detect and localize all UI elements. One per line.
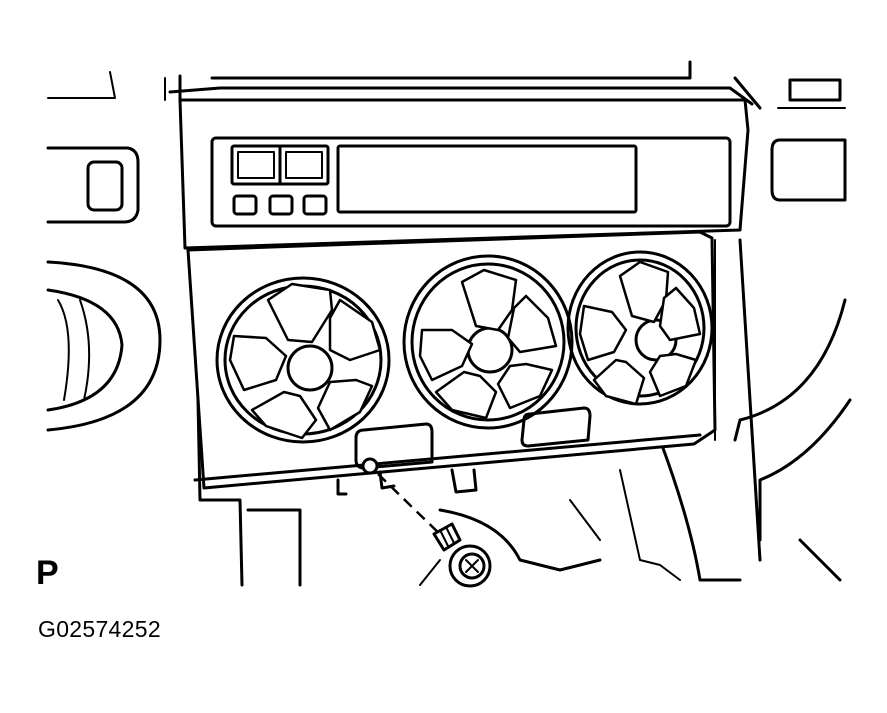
panel-openings [354, 406, 592, 470]
top-trim [164, 60, 847, 202]
screw-callout [361, 457, 447, 541]
left-air-vent [215, 276, 391, 444]
view-label: P [36, 554, 59, 592]
figure-code: G02574252 [38, 616, 161, 642]
left-dashboard [46, 71, 162, 432]
center-air-vent [402, 254, 574, 430]
right-air-vent [566, 250, 714, 406]
display-panel [168, 86, 754, 250]
screw-icon [432, 522, 492, 588]
